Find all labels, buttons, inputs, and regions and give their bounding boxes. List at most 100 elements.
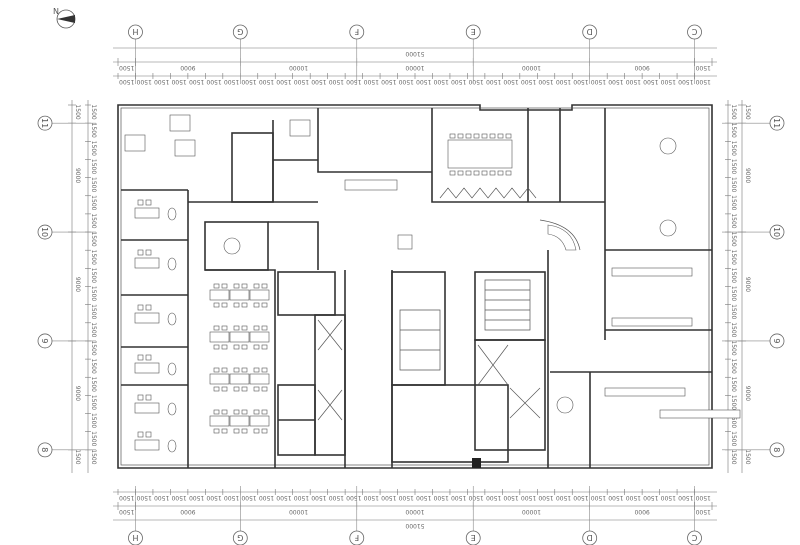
dimension-module: 1500 (311, 78, 326, 85)
dimension-module: 1500 (119, 494, 134, 501)
chair (253, 409, 260, 415)
dimension-module: 1500 (730, 159, 737, 174)
chair (457, 170, 464, 176)
dimension-module: 1500 (591, 78, 606, 85)
dimension-module: 1500 (608, 78, 623, 85)
chair (497, 133, 504, 139)
workstation (229, 415, 250, 427)
axis-label-E: E (471, 533, 476, 542)
chair (241, 409, 248, 415)
chair (221, 367, 228, 373)
axis-bubble (37, 442, 53, 458)
axis-bubble (769, 115, 785, 131)
dimension-module: 1500 (433, 78, 448, 85)
chair (253, 325, 260, 331)
dimension-module: 1500 (346, 494, 361, 501)
table (167, 257, 177, 271)
chair (233, 302, 240, 308)
chair (213, 283, 220, 289)
workstation (169, 114, 191, 132)
chair (213, 409, 220, 415)
dimension-module: 1500 (591, 494, 606, 501)
chair (261, 386, 268, 392)
dimension-module: 1500 (730, 250, 737, 265)
dimension-module: 1500 (730, 195, 737, 210)
dimension-module: 1500 (730, 213, 737, 228)
chair (145, 431, 152, 438)
sofa (659, 409, 741, 419)
dimension-module: 1500 (468, 78, 483, 85)
axis-label-F: F (354, 27, 359, 36)
dimension-module: 1500 (224, 494, 239, 501)
axis-label-11: 11 (40, 118, 49, 128)
chair (457, 133, 464, 139)
chair (221, 344, 228, 350)
axis-label-H: H (132, 27, 138, 36)
chair (481, 133, 488, 139)
dimension-module: 1500 (189, 494, 204, 501)
chair (253, 428, 260, 434)
axis-bubble (465, 24, 481, 40)
axis-label-8: 8 (772, 447, 781, 452)
axis-label-E: E (471, 27, 476, 36)
dimension-module: 1500 (90, 195, 97, 210)
chair (241, 344, 248, 350)
axis-label-G: G (237, 27, 243, 36)
chair (253, 367, 260, 373)
chair (489, 170, 496, 176)
dimension-module: 1500 (364, 78, 379, 85)
dimension-module: 1500 (346, 78, 361, 85)
axis-bubble (687, 530, 702, 545)
axis-label-10: 10 (40, 227, 49, 237)
dimension-module: 1500 (695, 494, 710, 501)
dimension-module: 1500 (730, 359, 737, 374)
axis-label-D: D (587, 27, 593, 36)
dimension-module: 1500 (538, 494, 553, 501)
dimension-module: 1500 (241, 494, 256, 501)
workstation (229, 289, 250, 301)
dimension-module: 1500 (626, 78, 641, 85)
workstation (249, 373, 270, 385)
table (167, 402, 177, 416)
chair (261, 283, 268, 289)
chair (253, 344, 260, 350)
dimension-overall: 51000 (405, 50, 424, 57)
desk (134, 439, 160, 451)
chair (481, 170, 488, 176)
dimension-module: 1500 (259, 494, 274, 501)
dimension-module: 1500 (538, 78, 553, 85)
dimension-module: 1500 (730, 268, 737, 283)
dimension-module: 1500 (730, 304, 737, 319)
dimension-bay: 1500 (74, 449, 81, 464)
dimension-module: 1500 (90, 159, 97, 174)
axis-label-8: 8 (40, 447, 49, 452)
dimension-module: 1500 (276, 494, 291, 501)
dimension-module: 1500 (730, 413, 737, 428)
table (167, 207, 177, 221)
chair (221, 302, 228, 308)
chair (137, 199, 144, 206)
chair (137, 304, 144, 311)
chair (137, 431, 144, 438)
dimension-module: 1500 (276, 78, 291, 85)
dimension-module: 1500 (90, 413, 97, 428)
chair (233, 283, 240, 289)
chair (221, 283, 228, 289)
dimension-bay: 9000 (634, 508, 649, 515)
dimension-module: 1500 (189, 78, 204, 85)
dimension-module: 1500 (90, 268, 97, 283)
dimension-module: 1500 (730, 340, 737, 355)
dimension-module: 1500 (171, 78, 186, 85)
dimension-module: 1500 (154, 78, 169, 85)
chair (241, 283, 248, 289)
dimension-module: 1500 (119, 78, 134, 85)
dimension-module: 1500 (136, 494, 151, 501)
chair (253, 283, 260, 289)
round-table (556, 396, 574, 414)
dimension-overall: 51000 (405, 522, 424, 529)
axis-label-9: 9 (40, 338, 49, 343)
desk (134, 207, 160, 219)
dimension-module: 1500 (90, 177, 97, 192)
dimension-module: 1500 (556, 78, 571, 85)
